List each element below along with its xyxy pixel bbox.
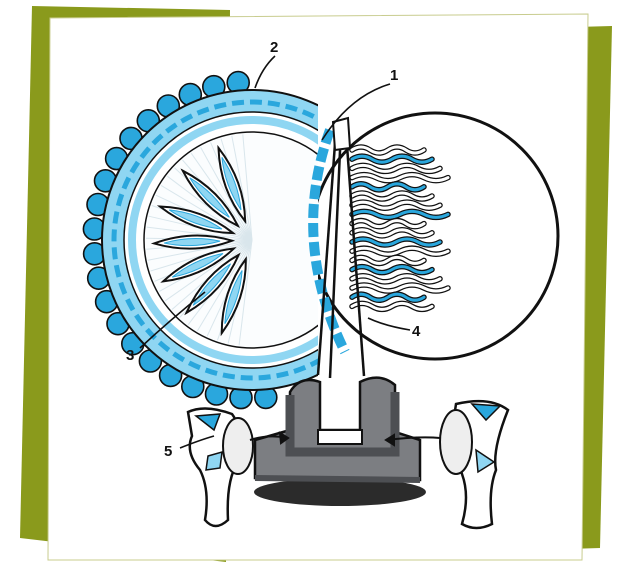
- outer-membrane-circle: [312, 113, 558, 359]
- label-3: 3: [126, 347, 134, 364]
- label-5: 5: [164, 443, 172, 460]
- label-2: 2: [270, 39, 278, 56]
- label-4: 4: [412, 323, 421, 340]
- label-1: 1: [390, 67, 398, 84]
